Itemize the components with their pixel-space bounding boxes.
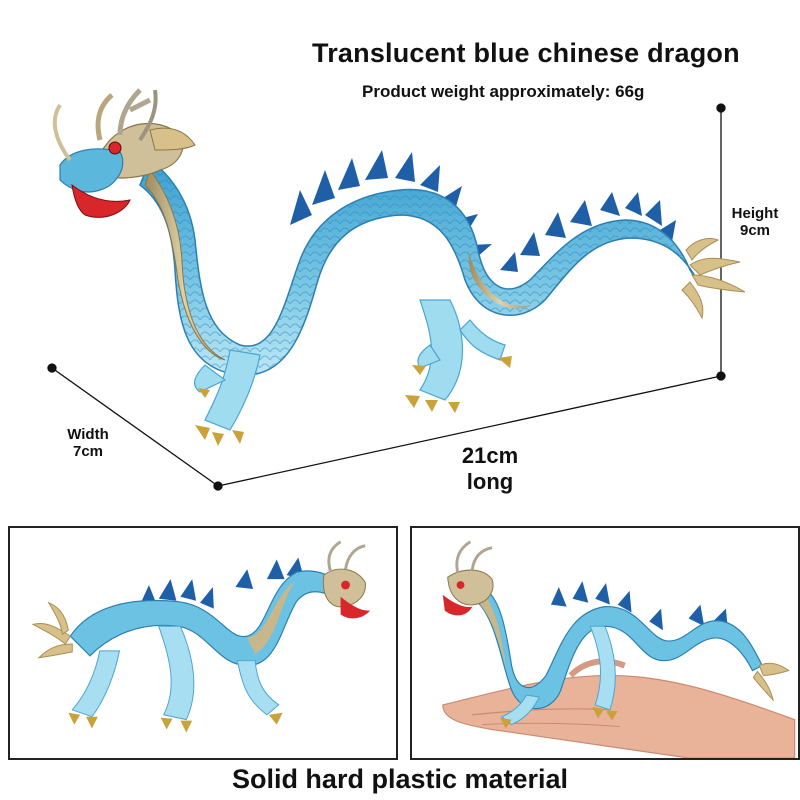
width-dimension-label: Width 7cm (52, 426, 124, 460)
dragon-head (52, 88, 196, 218)
product-title: Translucent blue chinese dragon (312, 38, 740, 68)
dragon-legs (193, 299, 506, 431)
width-label-text: Width (67, 426, 109, 443)
width-value: 7cm (72, 443, 104, 460)
dragon-claws (195, 356, 512, 446)
photo-panel-hand-scale (410, 526, 800, 760)
hero-product-image (47, 88, 746, 491)
height-dimension-label: Height 9cm (722, 205, 788, 239)
photo-panel-side-view (8, 526, 398, 760)
material-caption: Solid hard plastic material (231, 764, 569, 794)
dragon-side-view-image (31, 540, 371, 733)
dragon-tail-tuft (681, 237, 746, 320)
dimension-lines (47, 103, 726, 491)
length-dimension-label: 21cm long (452, 443, 528, 495)
length-label-text: long (466, 469, 514, 494)
dragon-belly (144, 168, 226, 361)
product-weight: Product weight approximately: 66g (362, 82, 645, 101)
height-value: 9cm (739, 222, 771, 239)
dragon-figure-side (31, 540, 371, 733)
length-value: 21cm (461, 443, 519, 468)
height-label-text: Height (731, 205, 779, 222)
dragon-figure (52, 88, 746, 446)
dragon-on-hand-image (442, 540, 796, 758)
hero-dragon-illustration (47, 88, 746, 491)
dragon-figure-on-hand (442, 540, 790, 729)
hand (442, 658, 796, 758)
